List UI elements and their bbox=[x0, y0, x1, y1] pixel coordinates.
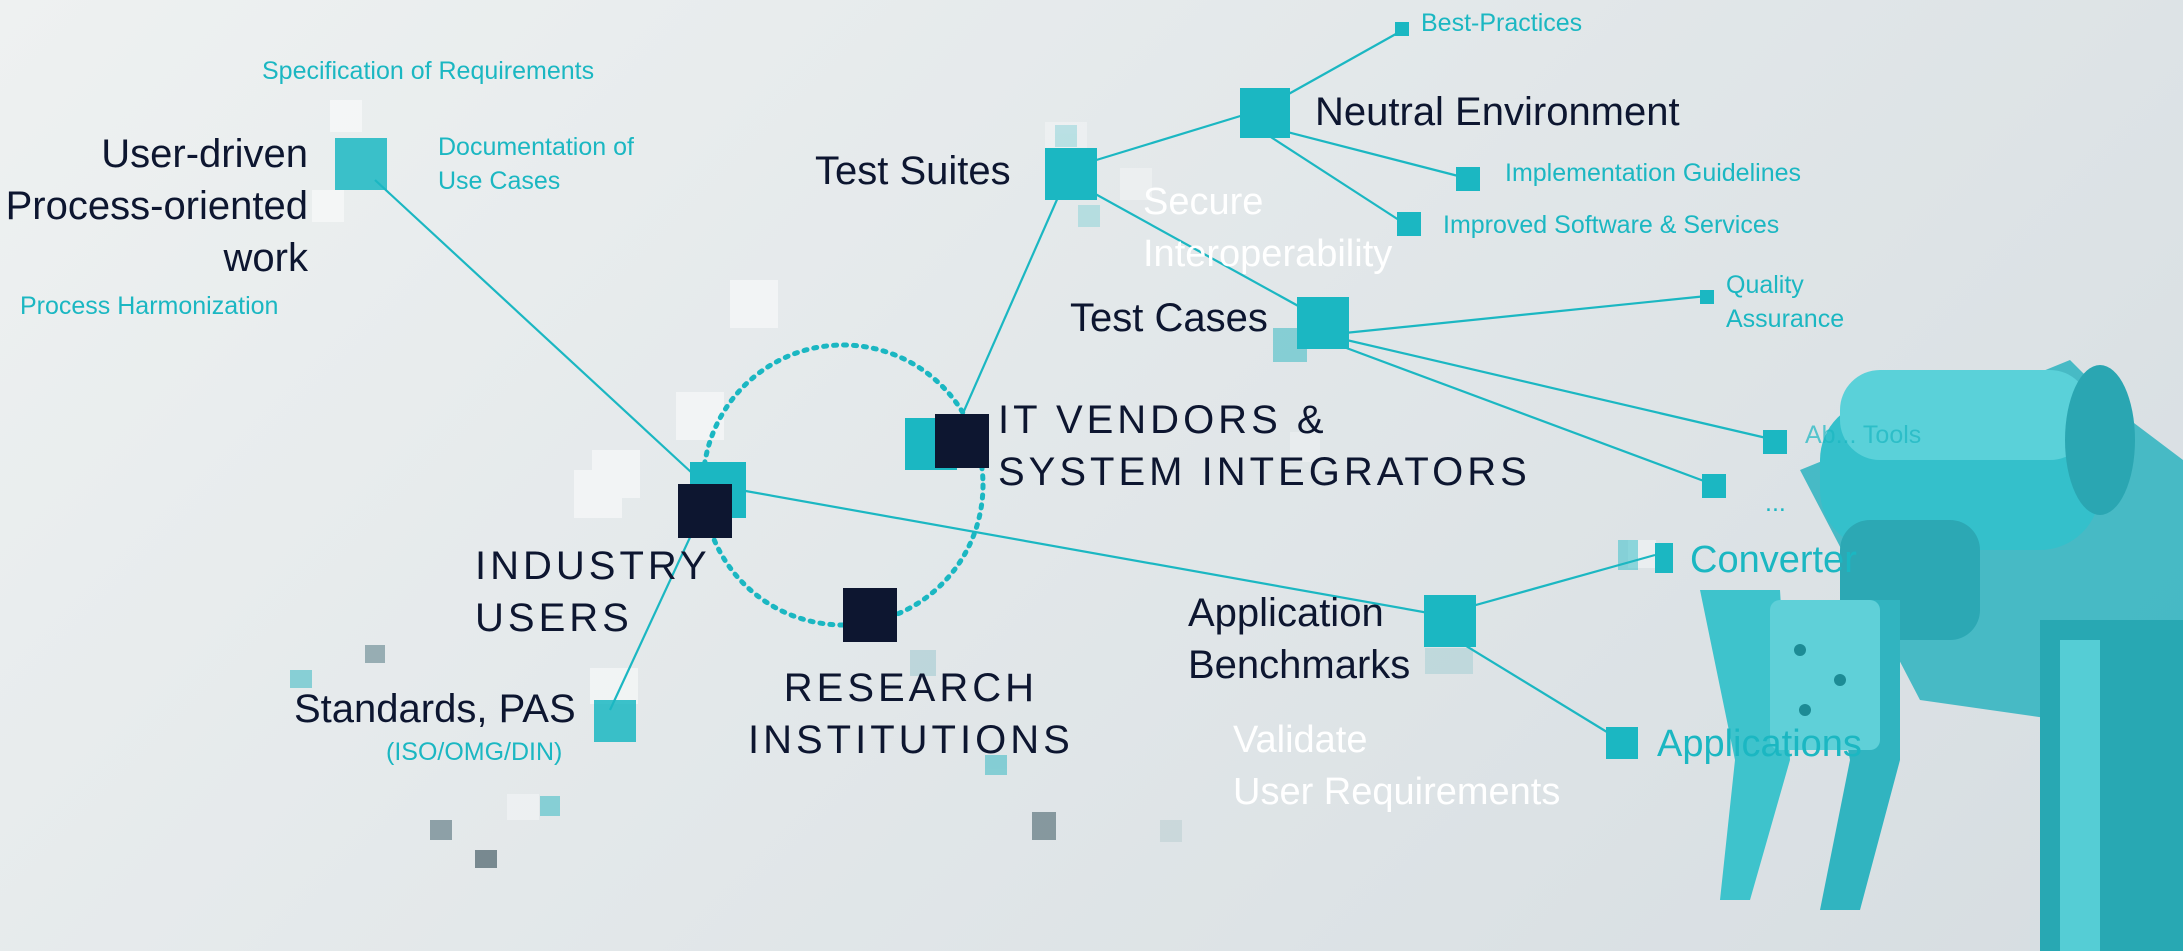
benchmarks-line2: Benchmarks bbox=[1188, 643, 1411, 687]
industry-users-line1: INDUSTRY bbox=[475, 544, 711, 588]
validate-line1: Validate bbox=[1233, 719, 1368, 761]
user-driven-line3: work bbox=[223, 236, 308, 280]
it-vendors-label: IT VENDORS & SYSTEM INTEGRATORS bbox=[998, 394, 1531, 498]
quality-assurance-label: Quality Assurance bbox=[1726, 268, 1844, 336]
neutral-environment-label: Neutral Environment bbox=[1315, 90, 1680, 134]
standards-label: Standards, PAS bbox=[294, 687, 576, 731]
connector-lines bbox=[374, 29, 1776, 741]
it-vendors-line2: SYSTEM INTEGRATORS bbox=[998, 450, 1531, 494]
test-cases-label: Test Cases bbox=[1070, 296, 1268, 340]
validate-line2: User Requirements bbox=[1233, 771, 1561, 813]
test-suites-label: Test Suites bbox=[815, 149, 1011, 193]
validate-requirements-label: Validate User Requirements bbox=[1233, 714, 1560, 818]
research-line2: INSTITUTIONS bbox=[748, 718, 1074, 762]
specification-label: Specification of Requirements bbox=[262, 57, 595, 85]
user-driven-label: User-driven Process-oriented work bbox=[6, 128, 308, 284]
applications-label: Applications bbox=[1657, 723, 1862, 765]
best-practices-label: Best-Practices bbox=[1421, 9, 1583, 37]
tools-label: Ab... Tools bbox=[1805, 421, 1922, 449]
ellipsis-label: ... bbox=[1765, 489, 1786, 517]
standards-bodies-label: (ISO/OMG/DIN) bbox=[386, 738, 563, 766]
teal-nodes bbox=[335, 22, 1787, 759]
secure-line2: Interoperability bbox=[1143, 233, 1393, 275]
robot-arm-illustration bbox=[1700, 360, 2183, 951]
documentation-line1: Documentation of bbox=[438, 133, 634, 161]
benchmarks-line1: Application bbox=[1188, 591, 1384, 635]
quality-line2: Assurance bbox=[1726, 305, 1845, 333]
process-harmonization-label: Process Harmonization bbox=[20, 292, 279, 320]
research-line1: RESEARCH bbox=[783, 666, 1039, 710]
navy-nodes bbox=[678, 414, 989, 642]
application-benchmarks-label: Application Benchmarks bbox=[1188, 587, 1410, 691]
secure-line1: Secure bbox=[1143, 181, 1264, 223]
quality-line1: Quality bbox=[1726, 271, 1804, 299]
industry-users-line2: USERS bbox=[475, 596, 633, 640]
documentation-label: Documentation of Use Cases bbox=[438, 130, 634, 198]
research-institutions-label: RESEARCH INSTITUTIONS bbox=[748, 662, 1074, 766]
industry-users-label: INDUSTRY USERS bbox=[475, 540, 711, 644]
converter-label: Converter bbox=[1690, 539, 1857, 581]
documentation-line2: Use Cases bbox=[438, 167, 561, 195]
it-vendors-line1: IT VENDORS & bbox=[998, 398, 1328, 442]
user-driven-line1: User-driven bbox=[101, 132, 308, 176]
improved-software-label: Improved Software & Services bbox=[1443, 211, 1780, 239]
implementation-guidelines-label: Implementation Guidelines bbox=[1505, 159, 1801, 187]
user-driven-line2: Process-oriented bbox=[5, 184, 308, 228]
secure-interoperability-label: Secure Interoperability bbox=[1143, 176, 1392, 280]
